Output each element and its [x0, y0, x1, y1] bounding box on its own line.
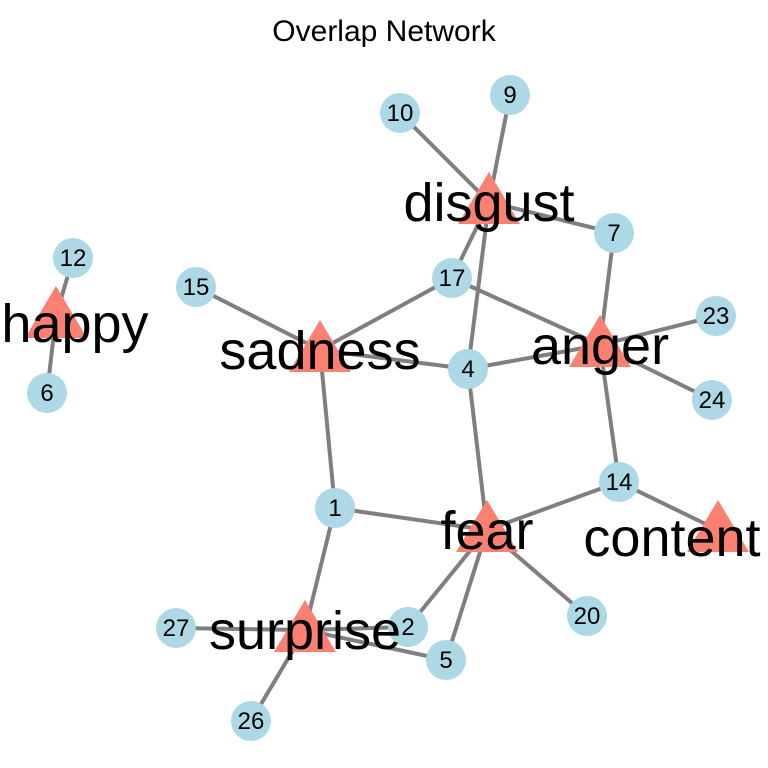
edge-sadness-1: [318, 349, 337, 509]
number-node-27[interactable]: [156, 608, 196, 648]
emotion-label-fear: fear: [440, 501, 533, 561]
number-label-1: 1: [328, 495, 341, 522]
emotion-label-sadness: sadness: [219, 321, 420, 381]
number-node-7[interactable]: [594, 213, 634, 253]
number-label-6: 6: [40, 380, 53, 407]
number-node-23[interactable]: [696, 296, 736, 336]
edge-anger-14: [598, 344, 621, 483]
edge-disgust-10: [398, 111, 491, 204]
edge-surprise-27: [175, 626, 306, 632]
number-label-15: 15: [183, 274, 210, 301]
number-nodes-layer: [27, 75, 736, 741]
graph-title: Overlap Network: [272, 15, 496, 48]
edge-surprise-5: [304, 628, 447, 662]
edge-fear-4: [466, 368, 489, 531]
number-label-2: 2: [401, 614, 414, 641]
number-node-5[interactable]: [426, 640, 466, 680]
labels-layer: happy disgust sadness anger fear content surpr…: [1, 82, 760, 735]
number-node-14[interactable]: [599, 462, 639, 502]
emotion-node-sadness[interactable]: [289, 320, 351, 372]
number-node-4[interactable]: [448, 349, 488, 389]
emotion-label-disgust: disgust: [403, 173, 574, 233]
emotion-label-content: content: [583, 508, 760, 568]
number-node-26[interactable]: [231, 701, 271, 741]
number-node-6[interactable]: [27, 373, 67, 413]
edges-layer: [45, 94, 719, 723]
number-label-12: 12: [60, 245, 87, 272]
emotion-nodes-layer: [25, 172, 749, 652]
edge-sadness-17: [319, 276, 453, 352]
edge-anger-4: [467, 343, 601, 371]
number-node-12[interactable]: [53, 238, 93, 278]
emotion-label-surprise: surprise: [209, 601, 401, 661]
number-label-4: 4: [461, 356, 474, 383]
number-label-10: 10: [387, 100, 414, 127]
edge-fear-14: [486, 480, 620, 532]
edge-anger-17: [451, 276, 601, 347]
number-label-7: 7: [607, 220, 620, 247]
edge-sadness-4: [319, 348, 469, 371]
number-label-9: 9: [503, 82, 516, 109]
edge-sadness-15: [195, 285, 321, 352]
emotion-node-happy[interactable]: [25, 286, 87, 338]
number-node-15[interactable]: [176, 267, 216, 307]
number-label-17: 17: [439, 265, 466, 292]
number-label-5: 5: [439, 647, 452, 674]
number-label-14: 14: [606, 469, 633, 496]
edge-disgust-4: [466, 201, 491, 370]
number-node-20[interactable]: [567, 596, 607, 636]
emotion-label-happy: happy: [1, 294, 148, 354]
number-label-26: 26: [238, 708, 265, 735]
emotion-node-content[interactable]: [687, 500, 749, 552]
number-node-24[interactable]: [692, 380, 732, 420]
emotion-node-disgust[interactable]: [458, 172, 520, 224]
number-label-24: 24: [699, 387, 726, 414]
number-label-23: 23: [703, 303, 730, 330]
number-node-17[interactable]: [432, 258, 472, 298]
number-node-9[interactable]: [490, 75, 530, 115]
edge-fear-1: [334, 506, 488, 532]
number-node-2[interactable]: [388, 607, 428, 647]
emotion-node-fear[interactable]: [456, 500, 518, 552]
emotion-node-surprise[interactable]: [274, 600, 336, 652]
emotion-label-anger: anger: [531, 316, 669, 376]
number-label-20: 20: [574, 603, 601, 630]
number-label-27: 27: [163, 615, 190, 642]
number-node-10[interactable]: [380, 93, 420, 133]
number-node-1[interactable]: [315, 488, 355, 528]
emotion-node-anger[interactable]: [569, 315, 631, 367]
